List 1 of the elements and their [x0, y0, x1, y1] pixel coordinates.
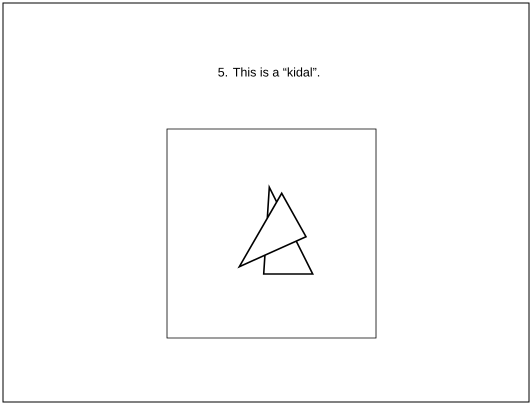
title: 5. This is a “kidal”.: [218, 67, 320, 77]
